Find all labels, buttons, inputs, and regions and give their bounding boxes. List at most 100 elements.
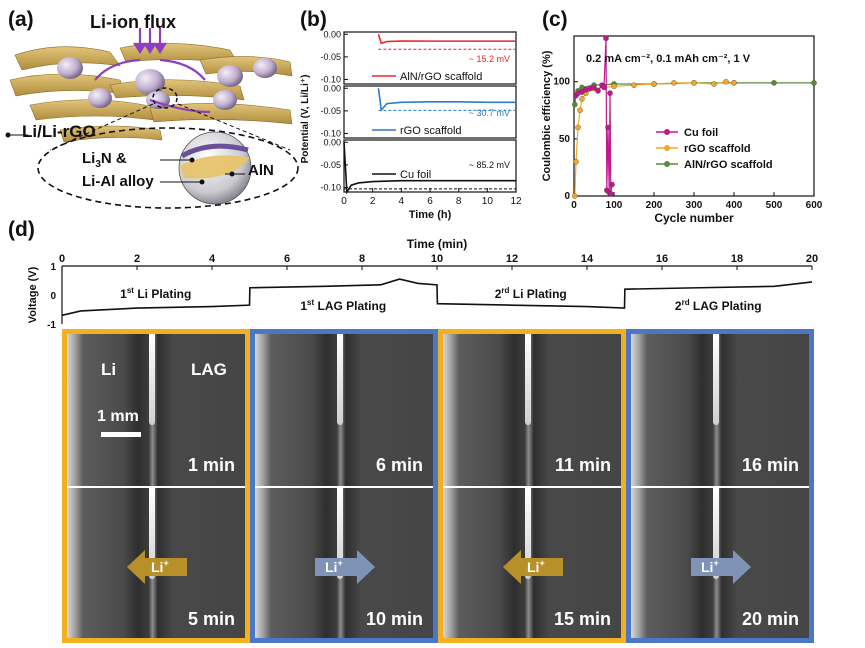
x-tick-label: 2	[134, 253, 140, 265]
x-tick-label: 0	[59, 253, 65, 265]
micrograph-frame: 16 min 20 min Li+	[626, 329, 814, 643]
x-tick-label: 2	[370, 196, 376, 207]
y-axis-label: Voltage (V)	[27, 266, 39, 323]
y-tick-label: -0.05	[320, 106, 341, 116]
x-tick-label: 4	[209, 253, 216, 265]
y-tick-label: -0.05	[320, 52, 341, 62]
y-tick-label: 0	[564, 191, 570, 202]
stage-label: 1st Li Plating	[120, 286, 191, 301]
x-tick-label: 10	[431, 253, 443, 265]
x-axis-label: Time (h)	[409, 209, 452, 221]
panel-a-label: (a)	[8, 8, 34, 31]
data-point	[609, 181, 615, 188]
condition-label: 0.2 mA cm⁻², 0.1 mAh cm⁻², 1 V	[586, 53, 751, 65]
data-point	[607, 90, 613, 96]
y-tick-label: 1	[50, 262, 56, 273]
data-point	[651, 81, 657, 87]
y-tick-label: -0.10	[320, 128, 341, 138]
ion-arrow-left-icon: Li+	[503, 550, 563, 584]
micrograph-image: 20 min Li+	[631, 486, 809, 638]
x-tick-label: 400	[726, 200, 743, 211]
time-stamp: 5 min	[187, 609, 235, 629]
li-label: Li	[101, 360, 117, 379]
series-line	[377, 34, 516, 45]
y-tick-label: 0.00	[323, 137, 341, 147]
ion-arrow-right-icon: Li+	[691, 550, 751, 584]
ion-label: Li+	[701, 558, 719, 575]
electrode-gap	[148, 488, 155, 580]
x-tick-label: 4	[399, 196, 405, 207]
overpotential-label: ~ 85.2 mV	[469, 160, 510, 170]
time-stamp: 11 min	[554, 455, 611, 475]
ion-label: Li+	[325, 558, 343, 575]
legend-marker	[664, 129, 670, 135]
y-tick-label: -1	[47, 320, 56, 331]
x-tick-label: 18	[731, 253, 743, 265]
x-tick-label: 10	[482, 196, 494, 207]
stage-label: 1st LAG Plating	[300, 298, 386, 313]
ion-arrow-left-icon: Li+	[127, 550, 187, 584]
panel-b-label: (b)	[300, 8, 327, 31]
legend-label: Cu foil	[684, 127, 718, 139]
y-axis-label: Coulombic efficiency (%)	[541, 50, 553, 181]
x-tick-label: 0	[571, 200, 577, 211]
data-point	[575, 124, 581, 131]
ion-label: Li+	[527, 558, 545, 575]
x-tick-label: 200	[646, 200, 663, 211]
y-tick-label: 0.00	[323, 29, 341, 39]
electrode-gap	[336, 488, 343, 580]
subplot-frame	[343, 85, 517, 139]
legend-label: rGO scaffold	[400, 125, 462, 137]
x-axis-label: Time (min)	[407, 237, 467, 251]
x-axis-label: Cycle number	[654, 211, 734, 225]
panel-c-label: (c)	[542, 8, 568, 31]
x-tick-label: 100	[606, 200, 623, 211]
legend-label: Cu foil	[400, 169, 431, 181]
coating-label: AlN	[248, 162, 274, 179]
micrograph-image: 5 min Li+	[67, 486, 245, 638]
data-point	[572, 101, 578, 108]
data-point	[711, 81, 717, 87]
electrode-gap	[336, 334, 343, 426]
series-line	[377, 88, 516, 112]
lag-label: LAG	[191, 360, 227, 379]
micrograph-image: 16 min	[631, 334, 809, 486]
data-point	[608, 190, 614, 197]
panel-a-schematic: Li-ion flux	[5, 12, 299, 209]
scale-label: 1 mm	[97, 408, 139, 425]
electrode-gap	[148, 334, 155, 426]
x-tick-label: 16	[656, 253, 668, 265]
series-line	[343, 142, 516, 195]
x-tick-label: 500	[766, 200, 783, 211]
x-tick-label: 600	[806, 200, 823, 211]
data-point	[572, 193, 578, 199]
x-tick-label: 6	[284, 253, 290, 265]
data-point	[771, 80, 777, 86]
y-tick-label: 100	[553, 77, 570, 88]
subplot-frame	[343, 31, 517, 85]
voltage-trace	[61, 278, 813, 317]
y-tick-label: -0.10	[320, 74, 341, 84]
x-tick-label: 6	[427, 196, 433, 207]
ion-label: Li+	[151, 558, 169, 575]
y-tick-label: 0.00	[323, 83, 341, 93]
y-axis-label: Potential (V, Li/Li⁺)	[300, 75, 311, 164]
electrode-gap	[524, 488, 531, 580]
micrograph-image: 6 min	[255, 334, 433, 486]
x-tick-label: 8	[456, 196, 462, 207]
legend-label: AlN/rGO scaffold	[684, 159, 773, 171]
flux-arrows	[94, 28, 211, 114]
x-tick-label: 12	[506, 253, 518, 265]
data-point	[577, 107, 583, 114]
overpotential-label: ~ 30.7 mV	[469, 108, 510, 118]
time-stamp: 20 min	[741, 609, 799, 629]
data-point	[811, 80, 817, 86]
x-tick-label: 0	[341, 196, 347, 207]
